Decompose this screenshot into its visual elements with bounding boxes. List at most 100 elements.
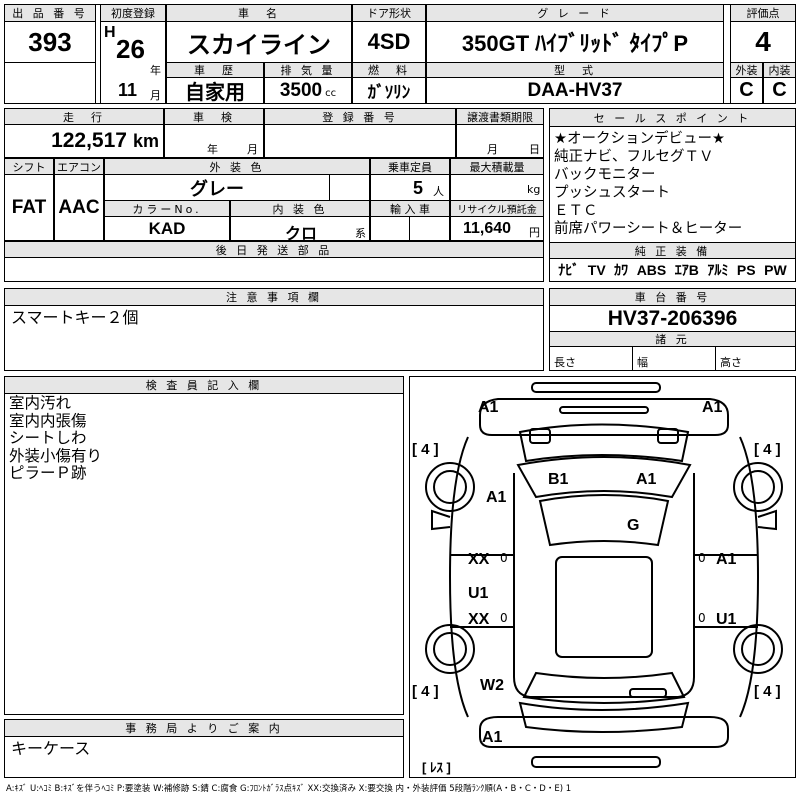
sales-points: ★オークションデビュー★ 純正ナビ、フルセグＴＶ バックモニター プッシュスター… [549, 126, 796, 243]
equipment-item: PW [764, 262, 787, 278]
score-label: 評価点 [730, 4, 796, 22]
later-parts-label: 後 日 発 送 部 品 [4, 241, 544, 258]
seats-label: 乗車定員 [370, 158, 450, 175]
interior-color-unit: 系 [355, 227, 366, 240]
equipment-item: ﾅﾋﾞ [558, 262, 580, 278]
office-text: キーケース [4, 736, 404, 778]
transfer-month-unit: 月 [487, 143, 498, 156]
zero-mark: 0 [698, 551, 706, 565]
zero-mark: 0 [500, 611, 508, 625]
history-label: 車 歴 [166, 62, 264, 78]
max-load-unit: kg [527, 183, 541, 196]
exterior-grade: C [730, 77, 763, 104]
import-box-a [370, 216, 410, 241]
damage-mark: G [627, 517, 640, 534]
month: 11 [118, 80, 138, 100]
equipment-item: ｶﾜ [614, 262, 629, 278]
interior-color-box: クロ 系 [230, 216, 370, 241]
tire-depth: [ 4 ] [754, 683, 781, 700]
recycle-fee: 11,640 [463, 220, 512, 237]
width-box: 幅 [632, 346, 716, 371]
damage-mark: A1 [716, 551, 737, 568]
registration-box [264, 124, 456, 158]
registration-label: 登 録 番 号 [264, 108, 456, 125]
interior-color: クロ [285, 226, 318, 241]
inspection-month-unit: 月 [247, 143, 258, 156]
inspection-label: 車 検 [164, 108, 264, 125]
displacement-unit: cc [325, 88, 337, 99]
seats: 5 [413, 178, 424, 198]
tire-depth: [ 4 ] [412, 683, 439, 700]
transfer-label: 譲渡書類期限 [456, 108, 544, 125]
sales-point: プッシュスタート [554, 185, 670, 201]
sales-point: ★オークションデビュー★ [554, 131, 725, 147]
transfer-day-unit: 日 [529, 143, 540, 156]
equipment-item: ｱﾙﾐ [707, 262, 729, 278]
notes-text: スマートキー２個 [4, 305, 544, 371]
damage-mark: A1 [478, 399, 499, 416]
recycle-box: 11,640 円 [450, 216, 544, 241]
car-diagram: A1 A1 A1 B1 A1 G XX A1 U1 XX U1 W2 A1 0 … [409, 376, 796, 778]
chassis-number: HV37-206396 [549, 305, 796, 332]
sales-point: 純正ナビ、フルセグＴＶ [554, 149, 714, 165]
tire-depth: [ 4 ] [754, 441, 781, 458]
lot-number: 393 [4, 21, 96, 63]
year-unit: 年 [150, 64, 161, 77]
mileage-box: 122,517 km [4, 124, 164, 158]
mileage-unit: km [132, 130, 159, 151]
score: 4 [730, 21, 796, 63]
equipment-item: ABS [636, 262, 667, 278]
door-label: ドア形状 [352, 4, 426, 22]
inspector-line: 外装小傷有り [9, 446, 103, 465]
grade-label: グ レ ー ド [426, 4, 724, 22]
damage-mark: U1 [468, 585, 489, 602]
sales-point: ＥＴＣ [554, 203, 598, 219]
height-box: 高さ [715, 346, 796, 371]
seats-unit: 人 [433, 185, 444, 198]
inspector-label: 検 査 員 記 入 欄 [4, 376, 404, 394]
exterior-grade-label: 外装 [730, 62, 763, 78]
ac-label: エアコン [54, 158, 104, 175]
shift: FAT [4, 174, 54, 241]
displacement-box: 3500 cc [264, 77, 352, 104]
car-name: スカイライン [166, 21, 352, 63]
office-label: 事 務 局 よ り ご 案 内 [4, 719, 404, 737]
color-label: 外 装 色 [104, 158, 370, 175]
length-box: 長さ [549, 346, 633, 371]
month-unit: 月 [150, 89, 161, 102]
year: 26 [116, 34, 145, 64]
sales-point: バックモニター [554, 167, 656, 183]
mileage-label: 走 行 [4, 108, 164, 125]
color-number: KAD [104, 216, 230, 241]
inspector-line: シートしわ [9, 429, 87, 447]
model: DAA-HV37 [426, 77, 724, 104]
lot-blank [4, 62, 96, 104]
damage-mark: A1 [702, 399, 723, 416]
damage-mark: A1 [636, 471, 657, 488]
inspection-year-unit: 年 [207, 143, 218, 156]
max-load-label: 最大積載量 [450, 158, 544, 175]
fuel-label: 燃 料 [352, 62, 426, 78]
damage-mark: XX [468, 611, 490, 628]
first-registration-label: 初度登録 [100, 4, 166, 22]
ac: AAC [54, 174, 104, 241]
damage-mark: B1 [548, 471, 569, 488]
sales-points-label: セ ー ル ス ポ イ ン ト [549, 108, 796, 127]
transfer-box: 月 日 [456, 124, 544, 158]
displacement: 3500 [279, 79, 323, 101]
fuel: ｶﾞｿﾘﾝ [352, 77, 426, 104]
seats-box: 5 人 [370, 174, 450, 201]
damage-mark: W2 [480, 677, 504, 694]
color: グレー [104, 174, 330, 201]
inspector-notes: 室内汚れ 室内内張傷 シートしわ 外装小傷有り ピラーＰ跡 [4, 393, 404, 715]
inspector-line: ピラーＰ跡 [9, 464, 87, 482]
interior-grade: C [763, 77, 796, 104]
damage-mark: A1 [482, 729, 503, 746]
chassis-label: 車 台 番 号 [549, 288, 796, 306]
inspector-line: 室内内張傷 [9, 411, 87, 430]
model-label: 型 式 [426, 62, 724, 78]
zero-mark: 0 [698, 611, 706, 625]
import-box-b [409, 216, 450, 241]
color-blank [329, 174, 370, 201]
equipment-list: ﾅﾋﾞ TV ｶﾜ ABS ｴｱB ｱﾙﾐ PS PW [549, 258, 796, 282]
